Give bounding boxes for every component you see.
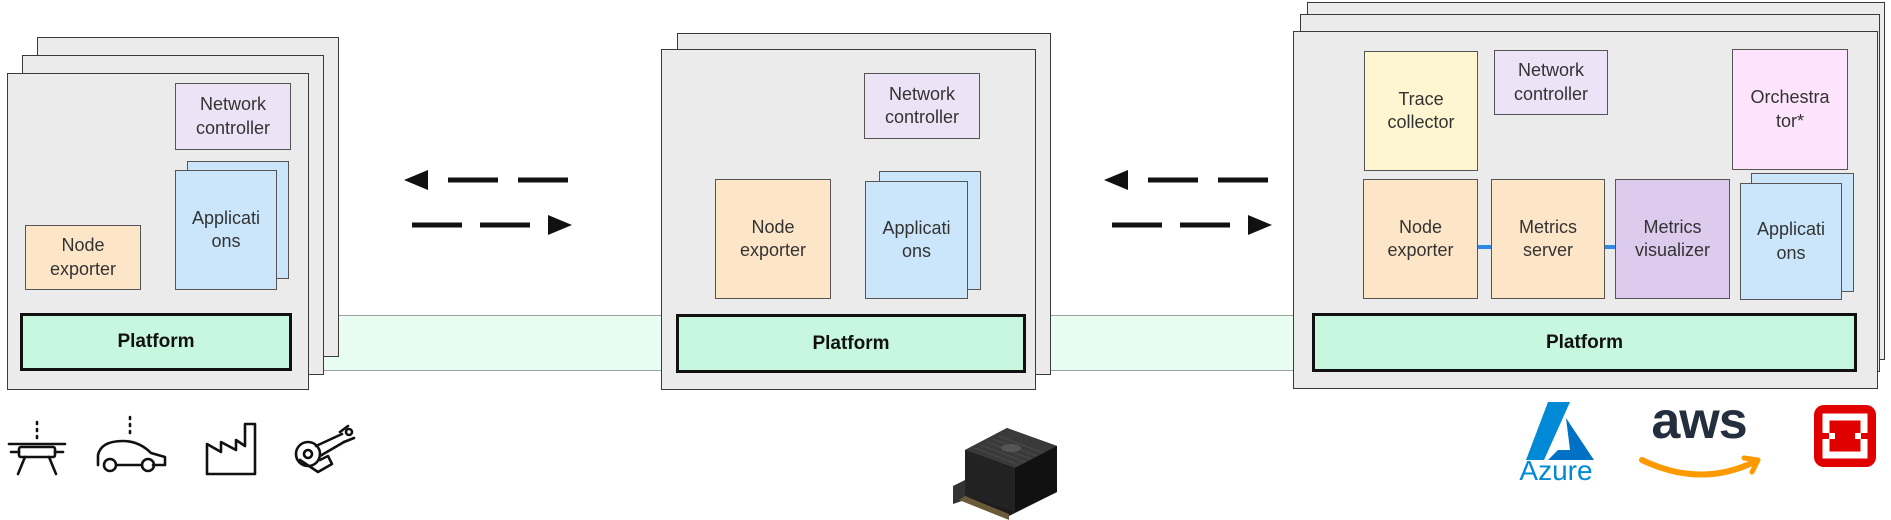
bidirectional-dashed-arrows-right bbox=[1104, 170, 1272, 235]
middle-applications: Applicati ons bbox=[865, 181, 968, 299]
right-applications: Applicati ons bbox=[1740, 183, 1842, 300]
azure-logo-text: Azure bbox=[1519, 455, 1593, 486]
factory-icon bbox=[205, 422, 257, 476]
right-network-controller: Network controller bbox=[1494, 50, 1608, 115]
right-node-exporter: Node exporter bbox=[1363, 179, 1478, 299]
middle-node-exporter: Node exporter bbox=[715, 179, 831, 299]
car-icon bbox=[96, 415, 167, 473]
metrics-server: Metrics server bbox=[1491, 179, 1605, 299]
aws-logo-text: aws bbox=[1651, 392, 1747, 450]
middle-network-controller: Network controller bbox=[864, 73, 980, 139]
metrics-visualizer: Metrics visualizer bbox=[1615, 179, 1730, 299]
left-applications: Applicati ons bbox=[175, 170, 277, 290]
left-platform: Platform bbox=[20, 313, 292, 371]
left-network-controller: Network controller bbox=[175, 83, 291, 150]
robot-arm-icon bbox=[294, 424, 356, 474]
left-node-exporter: Node exporter bbox=[25, 225, 141, 290]
connector-server-visualizer bbox=[1605, 245, 1616, 249]
connector-exporter-server bbox=[1478, 245, 1492, 249]
edge-device-icon bbox=[953, 428, 1057, 520]
middle-platform: Platform bbox=[676, 314, 1026, 373]
orchestrator: Orchestra tor* bbox=[1732, 49, 1848, 170]
aws-smile-icon bbox=[1639, 455, 1761, 478]
right-platform: Platform bbox=[1312, 313, 1857, 372]
openshift-logo-icon bbox=[1814, 405, 1876, 467]
drone-icon bbox=[7, 420, 67, 476]
bidirectional-dashed-arrows-left bbox=[404, 170, 572, 235]
azure-logo-icon bbox=[1526, 402, 1594, 460]
trace-collector: Trace collector bbox=[1364, 51, 1478, 171]
